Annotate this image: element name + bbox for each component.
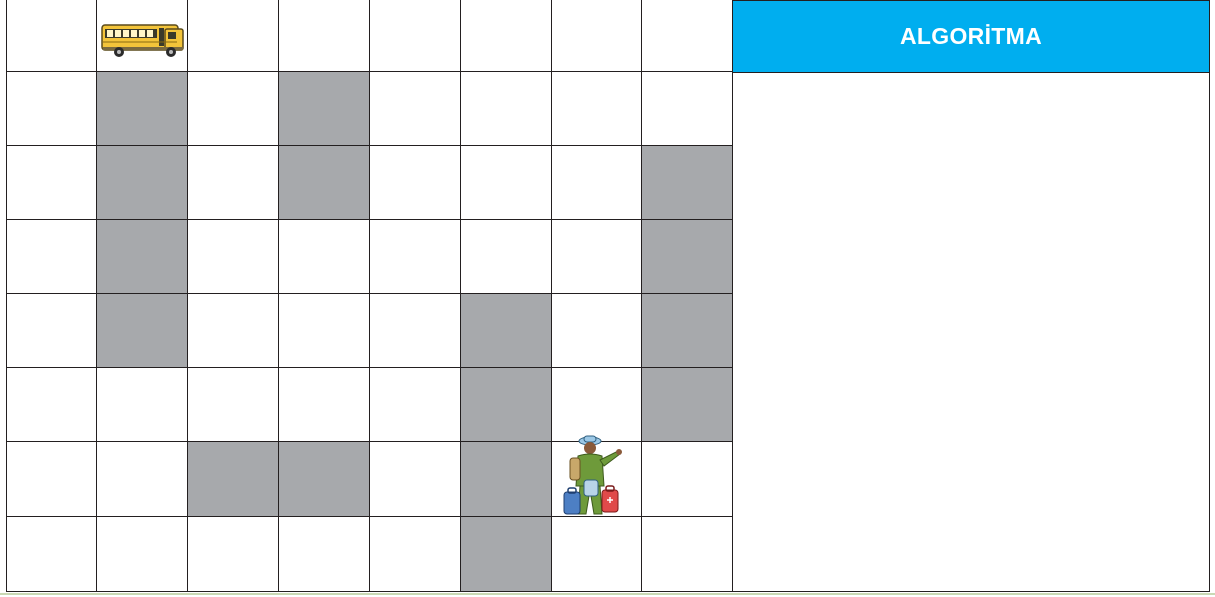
school-bus-icon <box>101 20 185 65</box>
maze-wall-cell <box>642 146 733 220</box>
maze-open-cell <box>461 72 552 146</box>
maze-grid <box>6 0 733 592</box>
maze-open-cell <box>461 0 552 72</box>
maze-open-cell <box>279 517 370 592</box>
maze-open-cell <box>642 72 733 146</box>
maze-open-cell <box>370 146 461 220</box>
maze-open-cell <box>6 72 97 146</box>
maze-wall-cell <box>642 294 733 368</box>
maze-wall-cell <box>188 442 279 517</box>
maze-open-cell <box>642 0 733 72</box>
maze-open-cell <box>370 442 461 517</box>
algorithm-answer-area[interactable] <box>733 73 1209 591</box>
maze-wall-cell <box>279 146 370 220</box>
maze-open-cell <box>279 294 370 368</box>
maze-open-cell <box>97 517 188 592</box>
maze-open-cell <box>642 442 733 517</box>
maze-open-cell <box>461 220 552 294</box>
maze-open-cell <box>188 0 279 72</box>
maze-wall-cell <box>97 294 188 368</box>
maze-wall-cell <box>461 442 552 517</box>
maze-wall-cell <box>461 294 552 368</box>
maze-open-cell <box>188 368 279 442</box>
maze-open-cell <box>6 368 97 442</box>
maze-open-cell <box>370 220 461 294</box>
maze-open-cell <box>97 368 188 442</box>
maze-open-cell <box>6 0 97 72</box>
bottom-rule <box>0 593 1215 595</box>
maze-wall-cell <box>279 442 370 517</box>
maze-open-cell <box>552 0 642 72</box>
maze-wall-cell <box>642 368 733 442</box>
maze-open-cell <box>552 294 642 368</box>
maze-open-cell <box>370 0 461 72</box>
maze-wall-cell <box>279 72 370 146</box>
maze-open-cell <box>552 146 642 220</box>
maze-open-cell <box>6 220 97 294</box>
maze-open-cell <box>370 517 461 592</box>
maze-wall-cell <box>461 517 552 592</box>
maze-open-cell <box>642 517 733 592</box>
maze-wall-cell <box>97 220 188 294</box>
maze-open-cell <box>6 294 97 368</box>
maze-open-cell <box>188 72 279 146</box>
maze-wall-cell <box>461 368 552 442</box>
maze-open-cell <box>279 0 370 72</box>
algorithm-panel: ALGORİTMA <box>733 0 1210 592</box>
maze-open-cell <box>370 72 461 146</box>
maze-open-cell <box>6 517 97 592</box>
maze-open-cell <box>552 220 642 294</box>
maze-wall-cell <box>97 146 188 220</box>
maze-open-cell <box>6 442 97 517</box>
maze-open-cell <box>188 220 279 294</box>
maze-open-cell <box>552 368 642 442</box>
maze-open-cell <box>279 220 370 294</box>
maze-open-cell <box>552 72 642 146</box>
maze-open-cell <box>279 368 370 442</box>
maze-open-cell <box>370 294 461 368</box>
traveler-with-luggage-icon <box>560 434 630 523</box>
maze-open-cell <box>188 146 279 220</box>
maze-open-cell <box>552 517 642 592</box>
maze-open-cell <box>188 517 279 592</box>
maze-open-cell <box>188 294 279 368</box>
maze-wall-cell <box>97 72 188 146</box>
maze-open-cell <box>461 146 552 220</box>
maze-open-cell <box>6 146 97 220</box>
algorithm-title: ALGORİTMA <box>733 1 1209 73</box>
maze-wall-cell <box>642 220 733 294</box>
maze-open-cell <box>370 368 461 442</box>
maze-open-cell <box>97 442 188 517</box>
